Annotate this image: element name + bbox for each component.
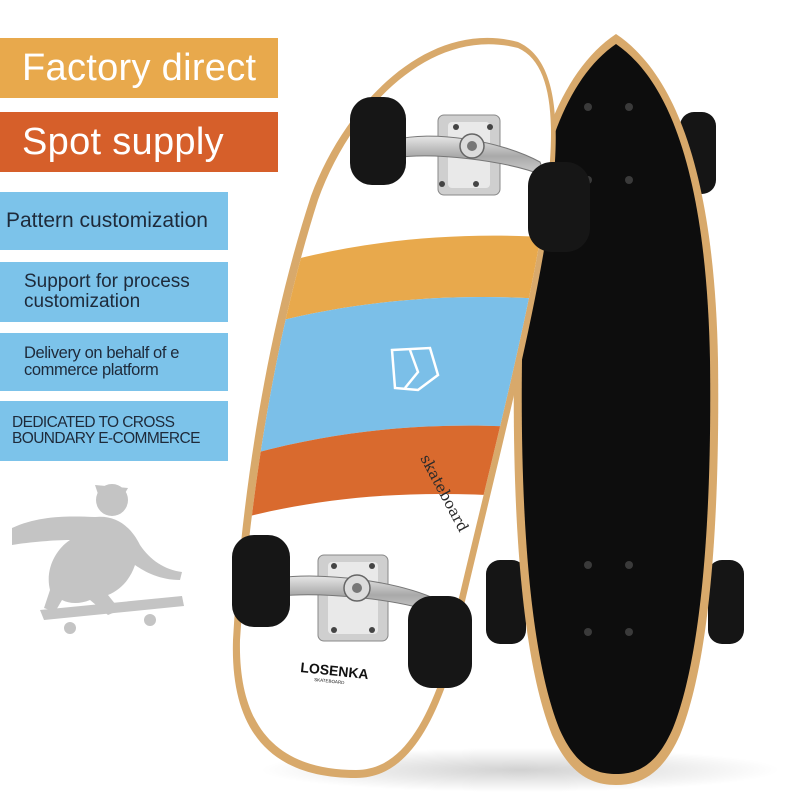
banner-cross-boundary: DEDICATED TO CROSS BOUNDARY E-COMMERCE: [0, 401, 228, 461]
wheel: [528, 162, 590, 252]
brand-logo-subtext: SKATEBOARD: [314, 677, 346, 685]
wheel: [232, 535, 290, 627]
banner-process-customization: Support for process customization: [0, 262, 228, 322]
blue-stripe: [239, 297, 551, 470]
banner-text: Delivery on behalf of e commerce platfor…: [24, 343, 179, 379]
bottom-truck: [277, 554, 441, 642]
banner-spot-supply: Spot supply: [0, 112, 278, 172]
banner-text: Factory direct: [22, 46, 257, 89]
brand-logo-text: LOSENKA: [300, 659, 370, 682]
wheel: [350, 97, 406, 185]
banner-pattern-customization: Pattern customization: [0, 192, 228, 250]
wheel: [708, 560, 744, 644]
brand-logo: LOSENKA SKATEBOARD: [298, 652, 369, 685]
top-truck: [394, 114, 546, 196]
banner-text: Pattern customization: [6, 208, 208, 232]
deck-logo-icon: [390, 346, 440, 392]
red-stripe: [239, 425, 551, 530]
banner-text: Support for process customization: [24, 271, 190, 312]
banner-text: Spot supply: [22, 120, 224, 163]
wheel: [486, 560, 526, 644]
skater-silhouette-icon: [12, 484, 184, 634]
banner-ecommerce-delivery: Delivery on behalf of e commerce platfor…: [0, 333, 228, 391]
banner-text: DEDICATED TO CROSS BOUNDARY E-COMMERCE: [12, 413, 200, 447]
wheel: [408, 596, 472, 688]
banner-factory-direct: Factory direct: [0, 38, 278, 98]
